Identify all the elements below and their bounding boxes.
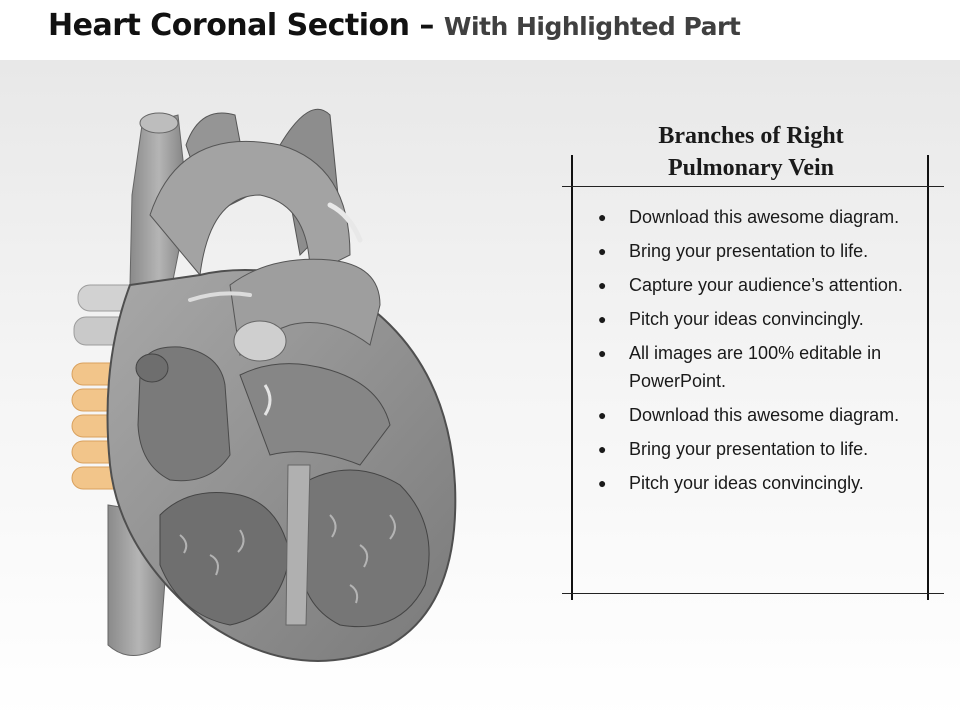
slide-title-main: Heart Coronal Section – bbox=[48, 8, 434, 43]
panel-title: Branches of Right Pulmonary Vein bbox=[572, 120, 930, 184]
heart-coronal-section-icon bbox=[71, 108, 457, 662]
bullet-icon: ● bbox=[598, 311, 607, 327]
bullet-icon: ● bbox=[598, 345, 607, 361]
list-item: ●Capture your audience’s attention. bbox=[598, 271, 918, 299]
bullet-list: ●Download this awesome diagram. ●Bring y… bbox=[598, 203, 918, 503]
panel-right-border bbox=[927, 155, 929, 600]
bullet-icon: ● bbox=[598, 277, 607, 293]
panel-bottom-rule bbox=[562, 593, 944, 594]
list-item: ●Download this awesome diagram. bbox=[598, 203, 918, 231]
list-item: ●Download this awesome diagram. bbox=[598, 401, 918, 429]
bullet-icon: ● bbox=[598, 209, 607, 225]
slide-title: Heart Coronal Section – With Highlighted… bbox=[48, 8, 741, 43]
panel-title-line1: Branches of Right bbox=[658, 123, 844, 149]
list-item: ●Bring your presentation to life. bbox=[598, 237, 918, 265]
bullet-icon: ● bbox=[598, 475, 607, 491]
title-bar: Heart Coronal Section – With Highlighted… bbox=[0, 0, 960, 60]
panel-top-rule bbox=[562, 186, 944, 187]
bullet-icon: ● bbox=[598, 441, 607, 457]
bullet-icon: ● bbox=[598, 243, 607, 259]
panel-title-line2: Pulmonary Vein bbox=[667, 155, 835, 181]
list-item: ●Pitch your ideas convincingly. bbox=[598, 469, 918, 497]
list-item: ●Pitch your ideas convincingly. bbox=[598, 305, 918, 333]
bullet-icon: ● bbox=[598, 407, 607, 423]
panel-left-border bbox=[571, 155, 573, 600]
list-item: ●All images are 100% editable in PowerPo… bbox=[598, 339, 918, 395]
list-item: ●Bring your presentation to life. bbox=[598, 435, 918, 463]
slide-title-subtitle: With Highlighted Part bbox=[443, 12, 741, 41]
